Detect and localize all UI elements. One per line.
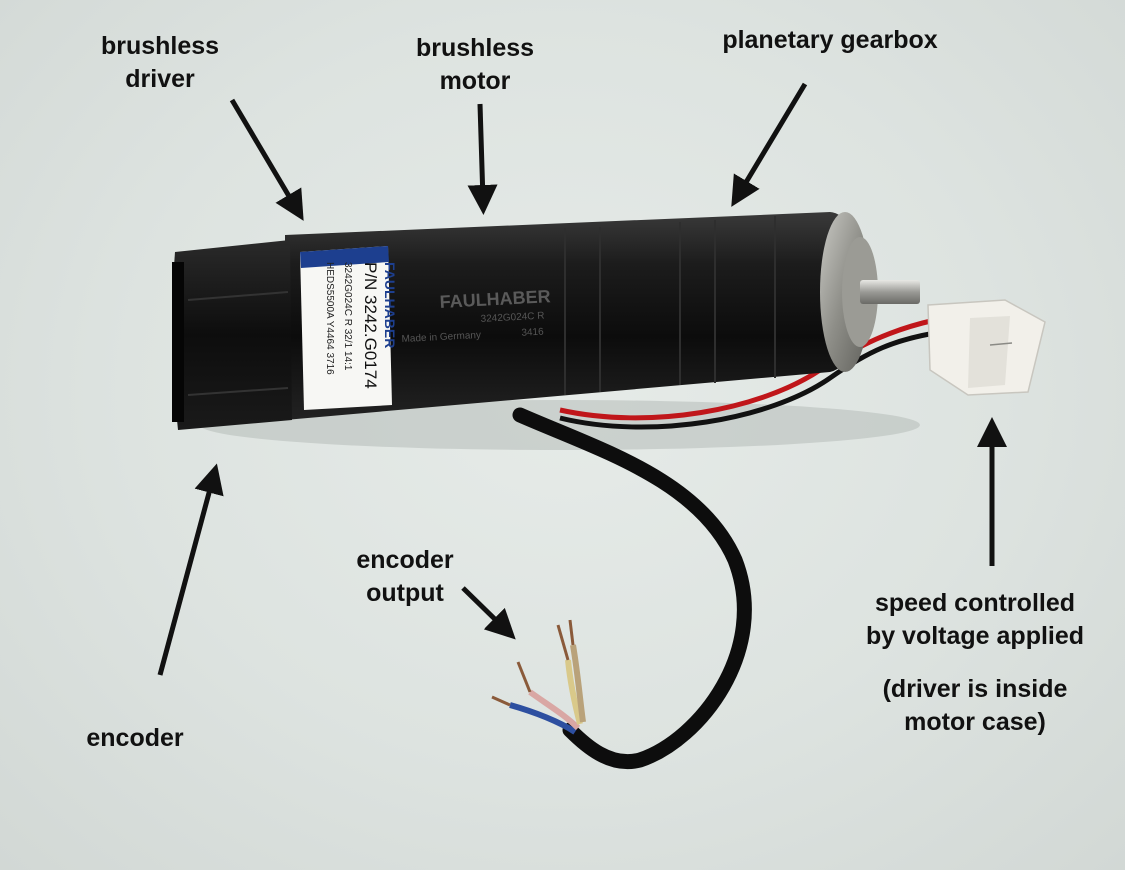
encoder-output-wires bbox=[491, 619, 586, 735]
arrow-encoder-output bbox=[461, 586, 516, 640]
label-encoder: encoder bbox=[86, 724, 184, 752]
wire-black bbox=[559, 330, 936, 430]
body-code: 3416 bbox=[521, 327, 544, 339]
body-origin: Made in Germany bbox=[401, 330, 481, 345]
encoder-cap bbox=[172, 240, 292, 430]
sticker-brand: FAULHABER bbox=[382, 262, 398, 348]
gearbox-face bbox=[820, 212, 920, 372]
encoder-cable bbox=[512, 407, 752, 770]
arrow-encoder bbox=[157, 463, 224, 676]
label-speed-controlled: speed controlled by voltage applied bbox=[865, 589, 1085, 650]
label-driver-inside: (driver is inside motor case) bbox=[882, 675, 1068, 736]
label-encoder-output: encoder output bbox=[356, 546, 454, 607]
power-connector bbox=[927, 299, 1046, 396]
motor-body bbox=[285, 212, 860, 420]
sticker-part-number: P/N 3242.G0174 bbox=[361, 262, 380, 389]
label-brushless-driver: brushless driver bbox=[100, 32, 220, 93]
arrow-brushless-motor bbox=[467, 103, 498, 215]
annotation-arrows bbox=[157, 82, 1007, 676]
arrow-planetary-gearbox bbox=[731, 82, 808, 207]
product-sticker: FAULHABER P/N 3242.G0174 3242G024C R 32/… bbox=[300, 246, 398, 410]
body-model: 3242G024C R bbox=[480, 311, 544, 325]
arrow-brushless-driver bbox=[229, 98, 304, 221]
label-planetary-gearbox: planetary gearbox bbox=[722, 26, 938, 54]
sticker-line1: 3242G024C R 32/1 14:1 bbox=[342, 262, 353, 371]
wire-red bbox=[559, 317, 936, 421]
label-brushless-motor: brushless motor bbox=[415, 34, 535, 95]
output-shaft bbox=[860, 280, 920, 304]
sticker-line2: HEDS5500A Y4464 3716 bbox=[324, 262, 335, 375]
